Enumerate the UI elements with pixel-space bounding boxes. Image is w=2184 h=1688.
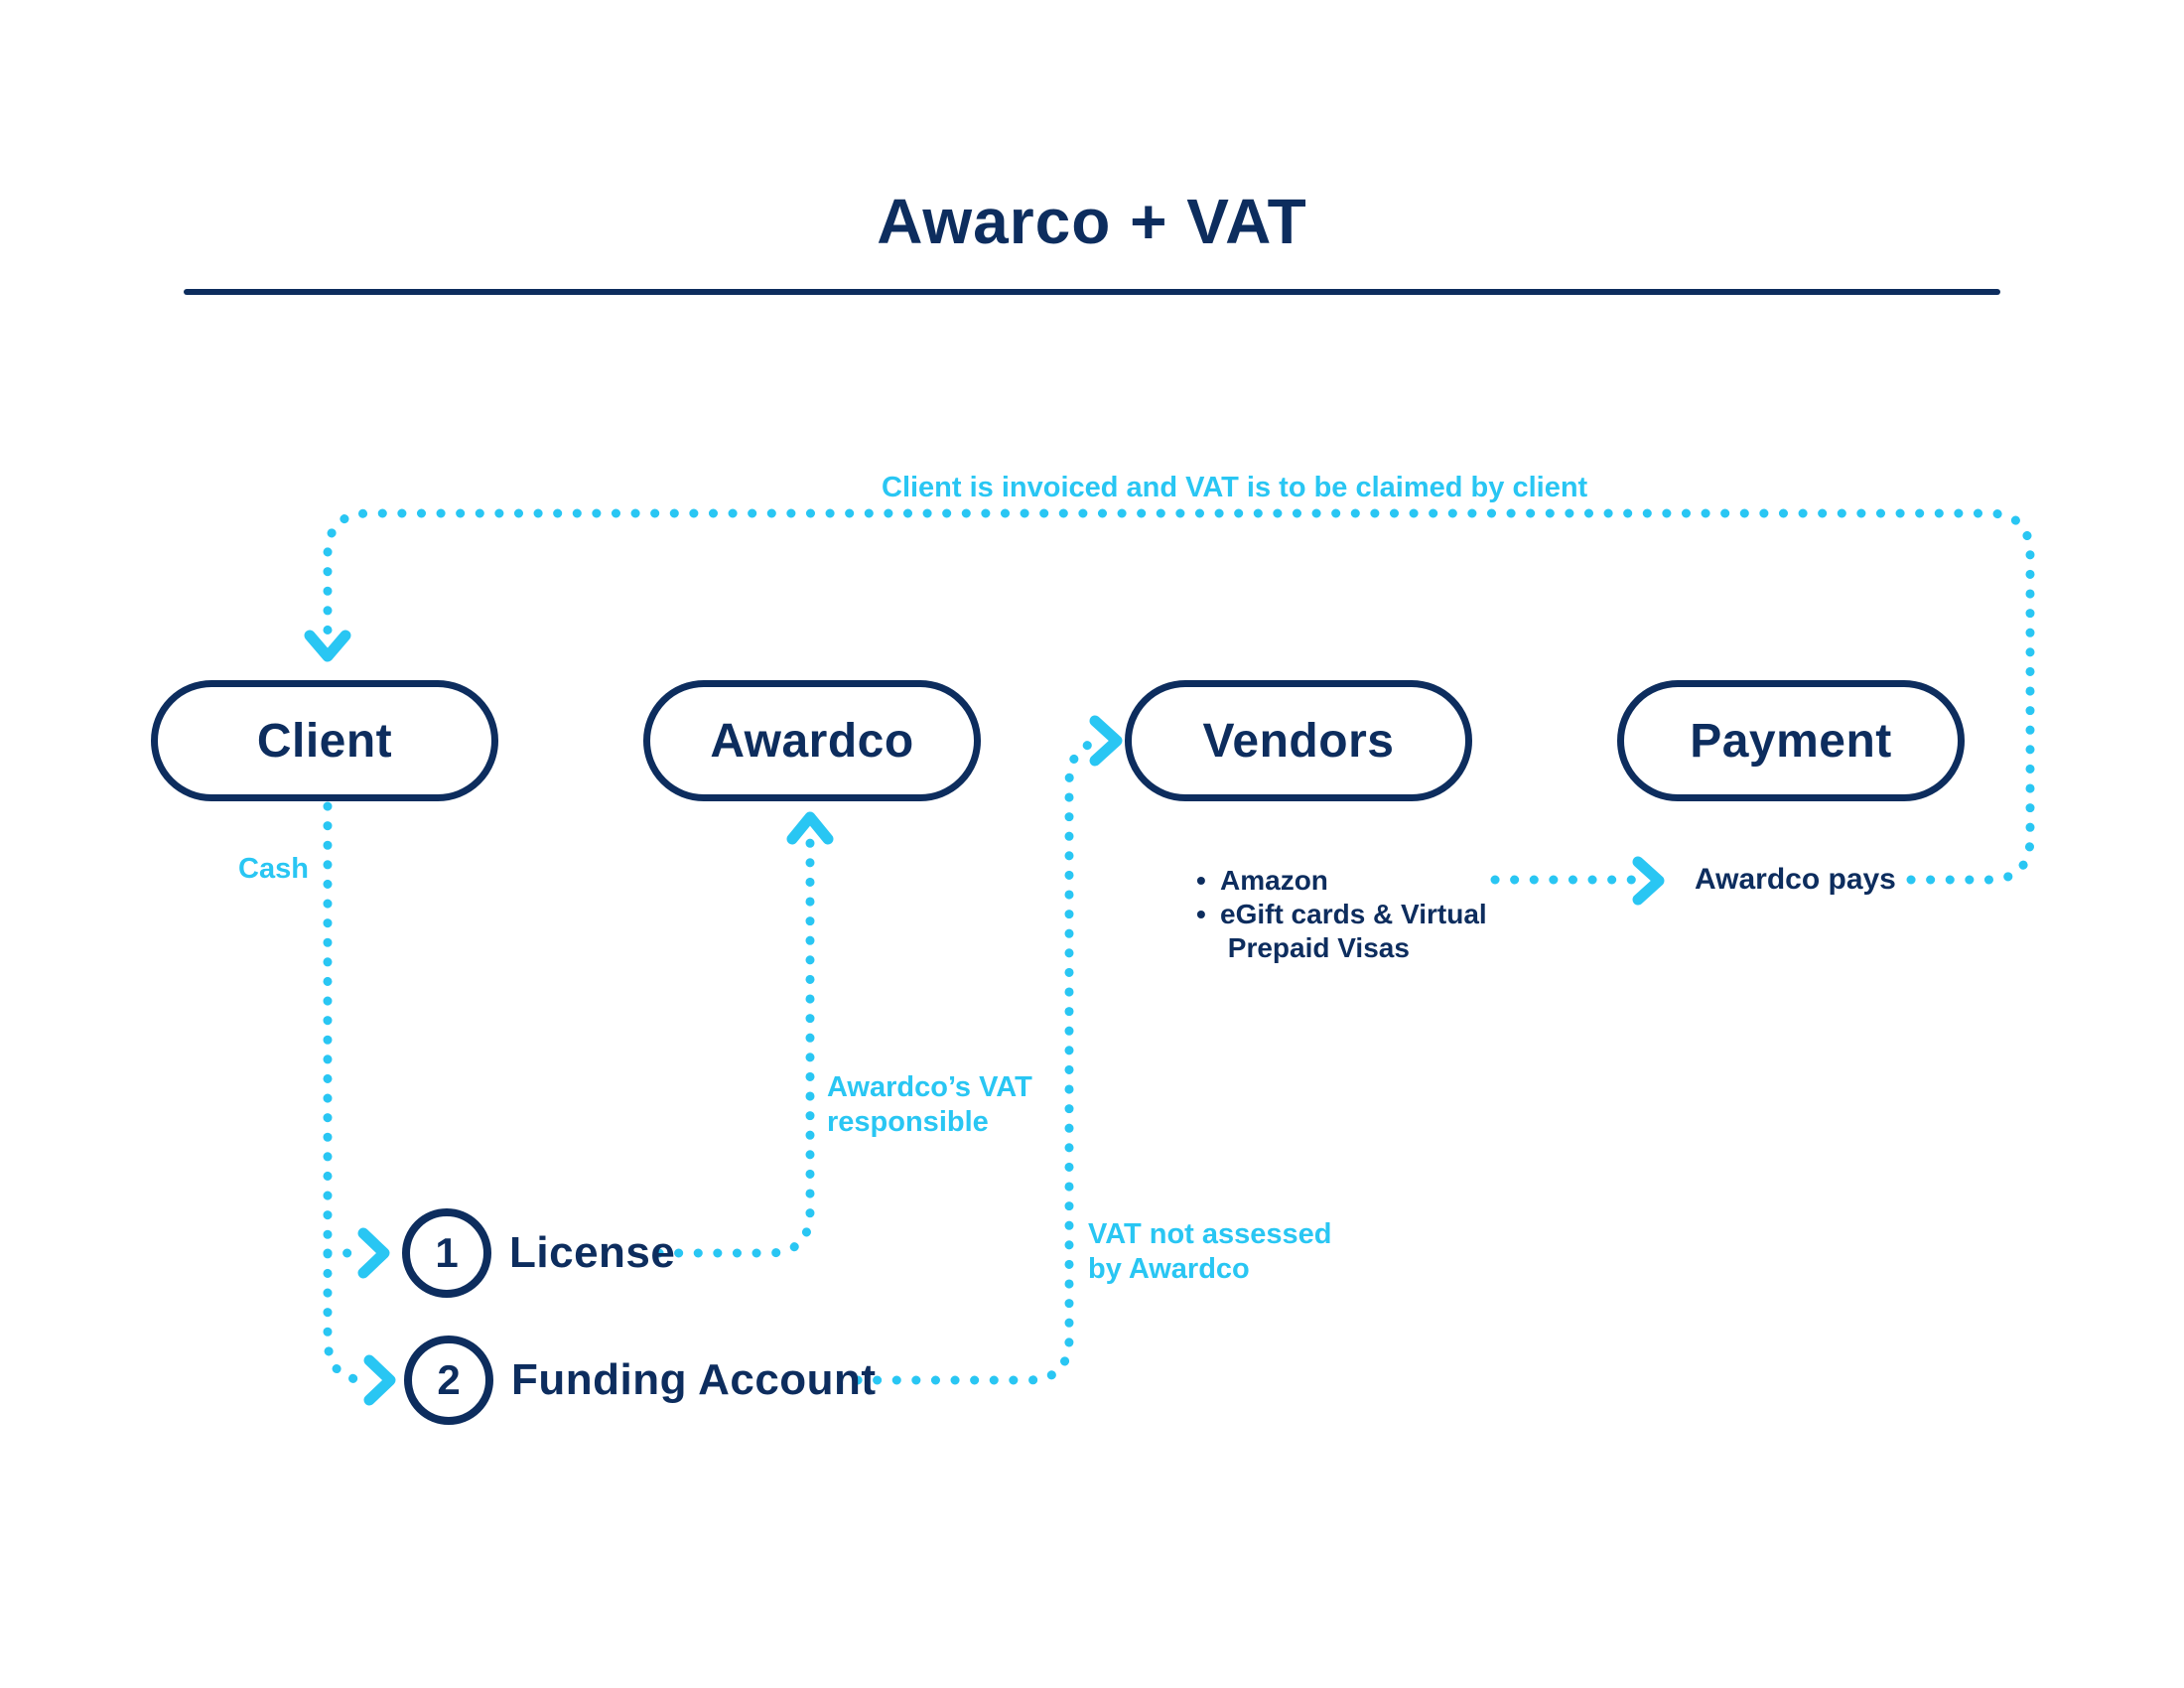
step-2-number-badge: 2 [404,1336,493,1425]
label-awardco-vat-responsible: Awardco’s VAT responsible [827,1071,1032,1138]
license-awardco-line [654,837,815,1258]
step-funding-account: 2 Funding Account [404,1336,877,1425]
invoice-loop-arrowhead-down-icon [304,630,351,662]
node-client: Client [151,680,498,801]
bullet-icon: • [1196,865,1206,896]
funding-vendors-line [853,736,1111,1385]
funding-vendors-arrowhead-right-icon [1089,715,1123,767]
vendor-item-amazon: Amazon [1220,865,1328,896]
vendors-pay-arrowhead-right-icon [1632,856,1665,906]
node-awardco: Awardco [643,680,981,801]
step-license: 1 License [402,1208,675,1298]
step-1-label: License [509,1228,676,1277]
step-1-number-badge: 1 [402,1208,491,1298]
connector-lines [304,508,2035,1406]
list-item: • eGift cards & Virtual Prepaid Visas [1196,898,1487,965]
client-cash-line [323,801,372,1385]
funding-arrowhead-right-icon [363,1354,396,1406]
step-2-label: Funding Account [511,1355,877,1404]
label-vat-not-assessed: VAT not assessed by Awardco [1088,1218,1332,1285]
node-vendors: Vendors [1125,680,1472,801]
label-client-invoiced: Client is invoiced and VAT is to be clai… [882,472,1588,503]
vendor-list: • Amazon • eGift cards & Virtual Prepaid… [1196,864,1487,965]
vendor-item-egift: eGift cards & Virtual Prepaid Visas [1220,899,1487,963]
bullet-icon: • [1196,899,1206,929]
title-divider [184,289,2000,295]
license-arrowhead-right-icon [357,1227,390,1279]
page-title: Awarco + VAT [877,186,1307,257]
label-cash: Cash [238,853,309,885]
license-awardco-arrowhead-up-icon [786,811,834,845]
list-item: • Amazon [1196,864,1487,898]
label-awardco-pays: Awardco pays [1695,863,1896,896]
node-payment: Payment [1617,680,1965,801]
